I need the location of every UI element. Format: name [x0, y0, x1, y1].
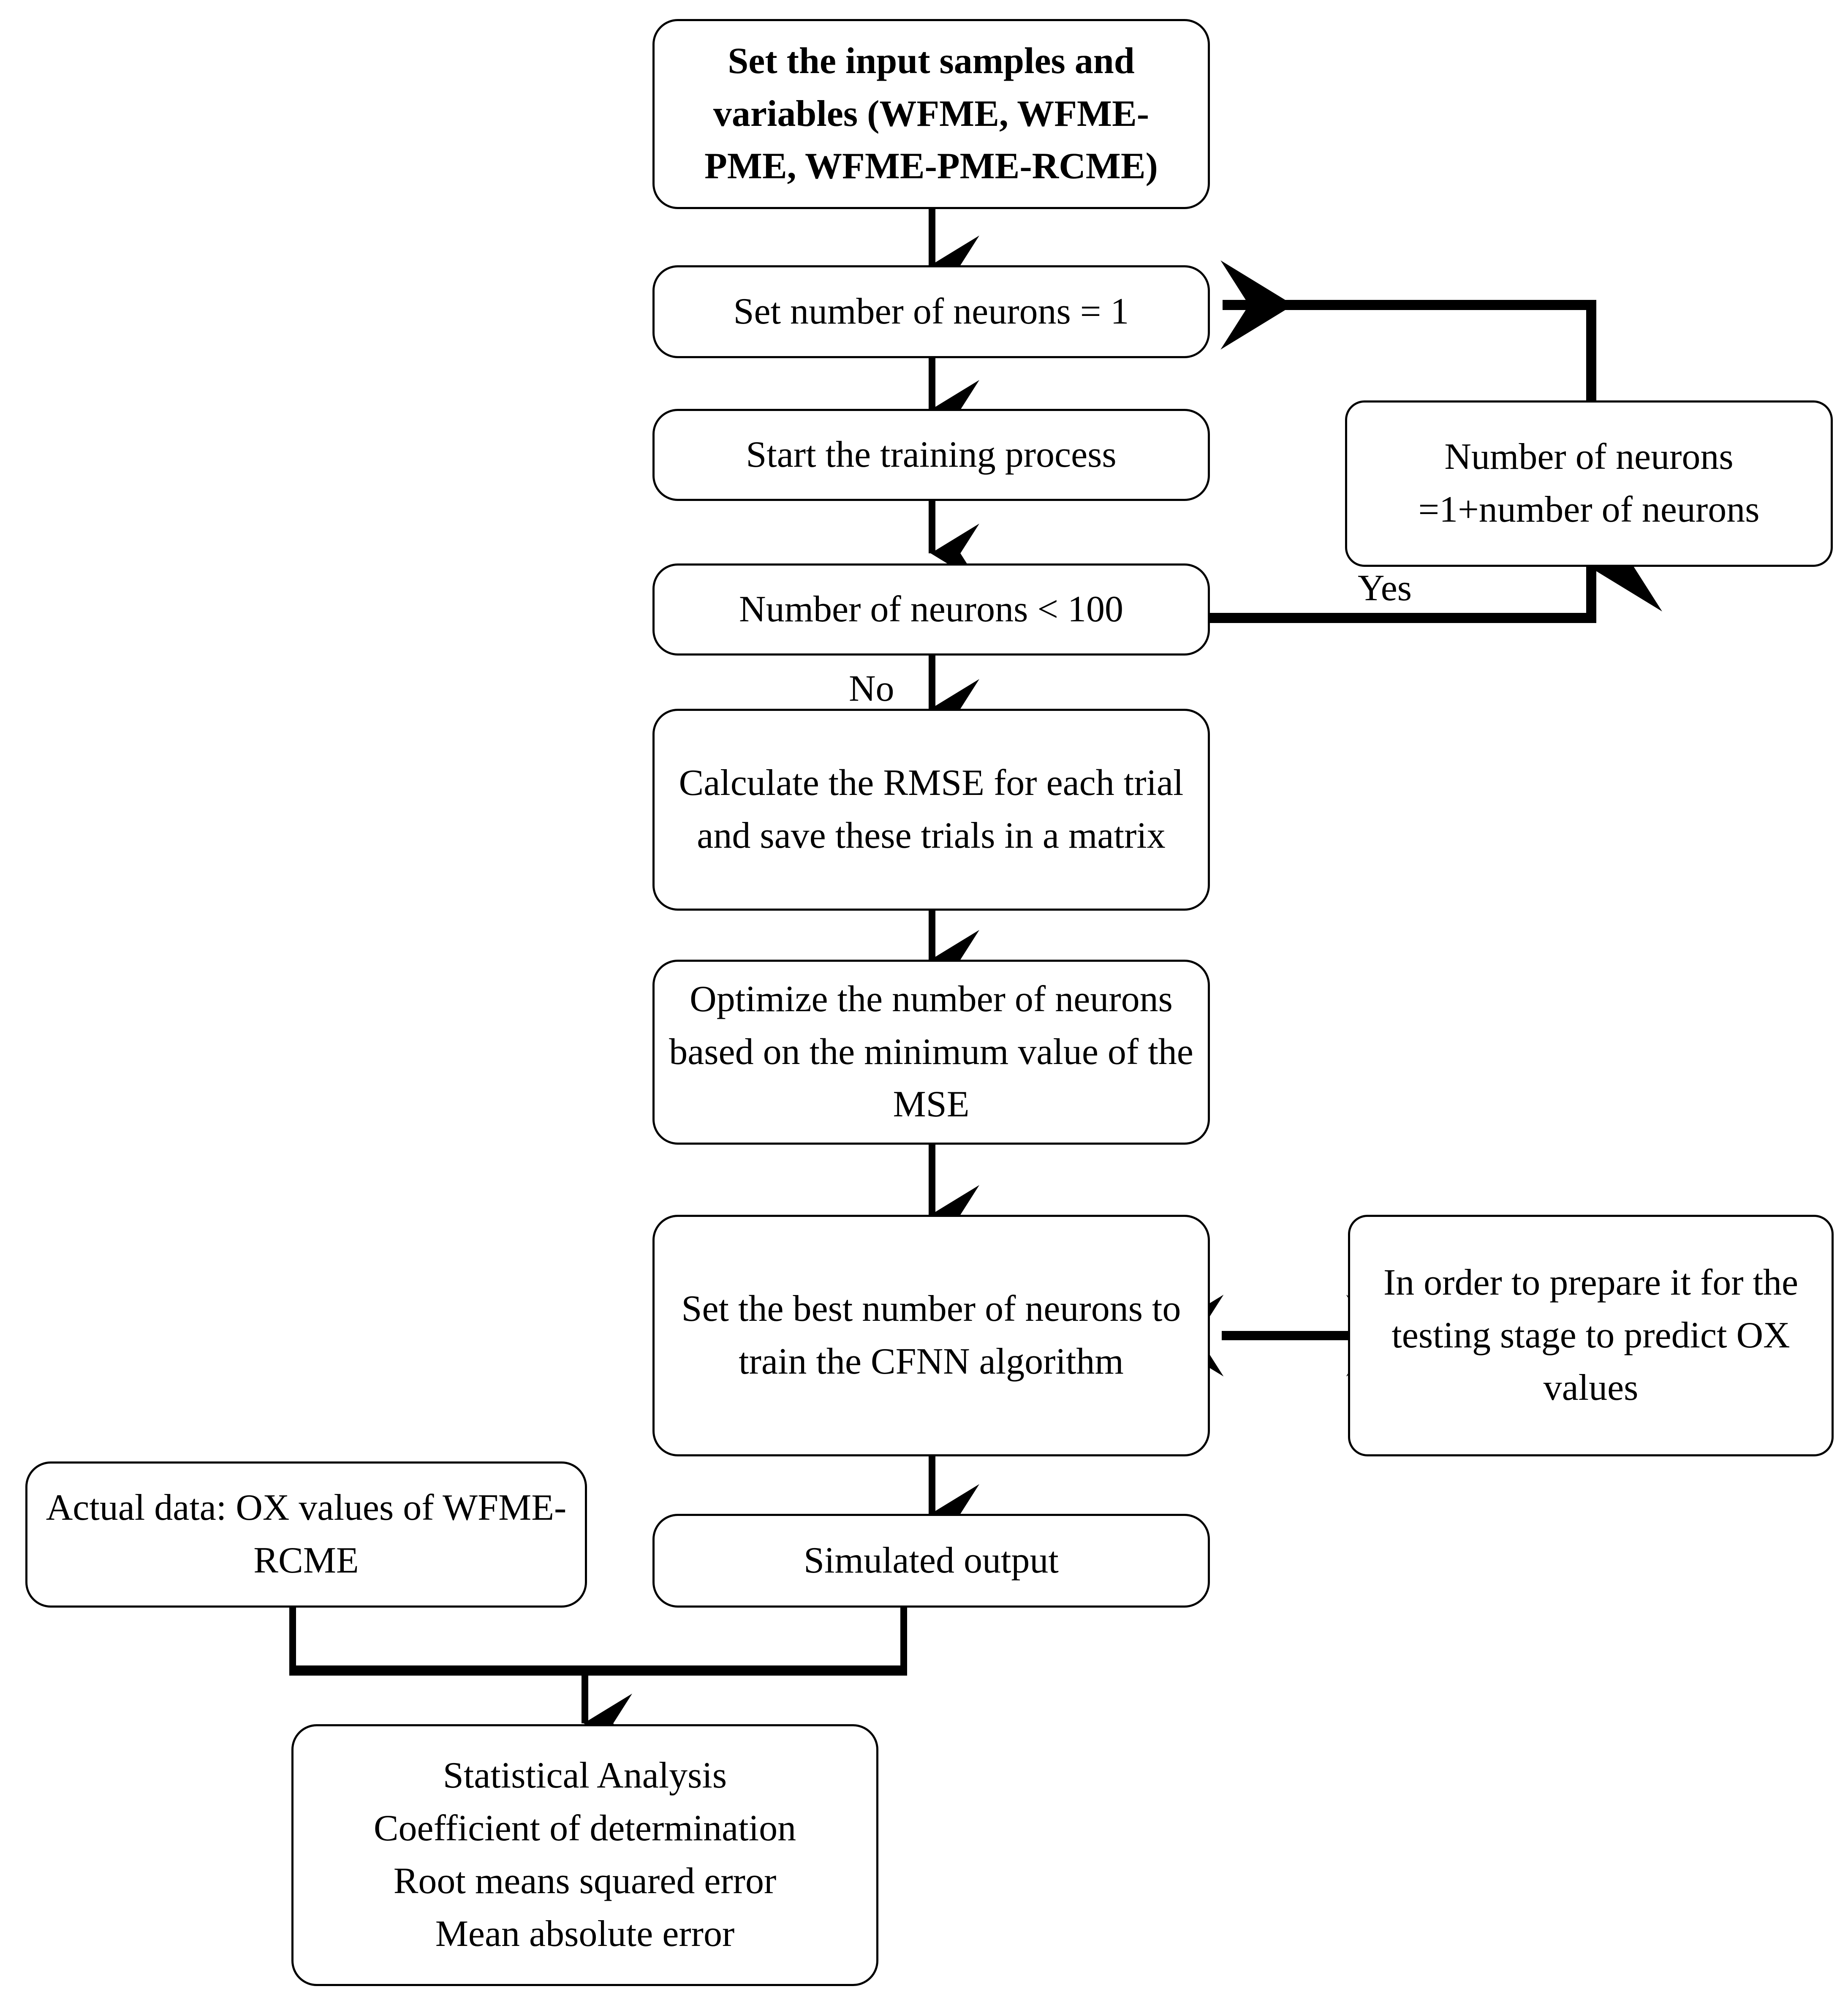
edge-label-yes: Yes: [1358, 568, 1412, 609]
node-prepare-testing-label: In order to prepare it for the testing s…: [1383, 1262, 1799, 1409]
node-simulated-output[interactable]: Simulated output: [652, 1514, 1210, 1608]
node-neurons-lt-100[interactable]: Number of neurons < 100: [652, 563, 1210, 656]
edge-label-no: No: [849, 668, 894, 709]
node-simulated-output-label: Simulated output: [804, 1540, 1059, 1581]
node-statistical-analysis[interactable]: Statistical Analysis Coefficient of dete…: [291, 1724, 878, 1986]
node-calc-rmse[interactable]: Calculate the RMSE for each trial and sa…: [652, 709, 1210, 911]
node-set-best-neurons-label: Set the best number of neurons to train …: [681, 1288, 1181, 1382]
node-optimize-neurons-label: Optimize the number of neurons based on …: [669, 978, 1193, 1125]
node-calc-rmse-label: Calculate the RMSE for each trial and sa…: [679, 762, 1184, 856]
node-set-neurons-1[interactable]: Set number of neurons = 1: [652, 265, 1210, 358]
node-prepare-testing[interactable]: In order to prepare it for the testing s…: [1348, 1215, 1834, 1456]
node-set-inputs-label: Set the input samples and variables (WFM…: [704, 40, 1158, 187]
node-start-training[interactable]: Start the training process: [652, 409, 1210, 501]
node-increment-neurons[interactable]: Number of neurons =1+number of neurons: [1345, 400, 1833, 567]
node-actual-data-label: Actual data: OX values of WFME-RCME: [46, 1487, 567, 1581]
node-start-training-label: Start the training process: [746, 434, 1117, 475]
node-neurons-lt-100-label: Number of neurons < 100: [739, 588, 1123, 630]
node-statistical-analysis-label: Statistical Analysis Coefficient of dete…: [373, 1755, 796, 1954]
edge-increment-to-setneurons: [1220, 260, 1596, 400]
node-increment-neurons-label: Number of neurons =1+number of neurons: [1418, 436, 1760, 530]
node-actual-data[interactable]: Actual data: OX values of WFME-RCME: [25, 1461, 587, 1608]
node-set-best-neurons[interactable]: Set the best number of neurons to train …: [652, 1215, 1210, 1456]
node-set-neurons-1-label: Set number of neurons = 1: [733, 291, 1129, 332]
node-set-inputs[interactable]: Set the input samples and variables (WFM…: [652, 19, 1210, 209]
node-optimize-neurons[interactable]: Optimize the number of neurons based on …: [652, 960, 1210, 1145]
